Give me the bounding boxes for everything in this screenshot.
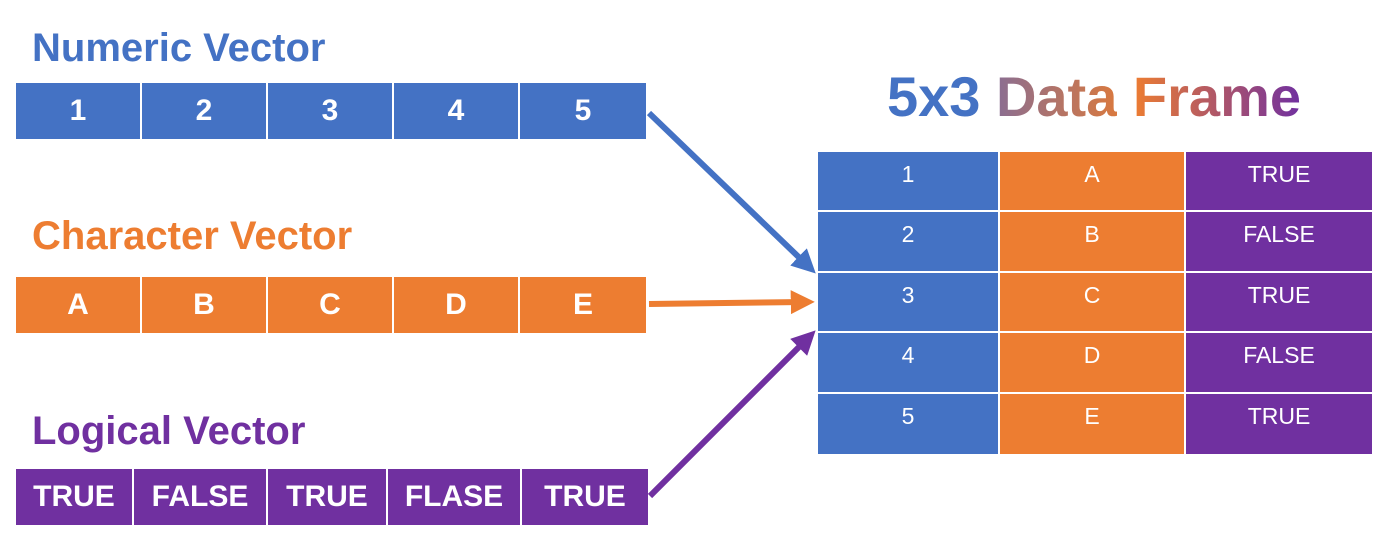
- character-vector-cell: B: [142, 277, 268, 333]
- data-frame-cell: 2: [818, 212, 1000, 273]
- data-frame-title: 5x3 Data Frame: [818, 64, 1370, 130]
- data-frame-cell: A: [1000, 152, 1186, 213]
- data-frame-cell: 3: [818, 272, 1000, 334]
- numeric-vector-cell: 1: [16, 83, 142, 139]
- data-frame-cell: TRUE: [1186, 152, 1372, 213]
- data-frame-cell: D: [1000, 333, 1186, 394]
- logical-vector-cell: TRUE: [268, 469, 388, 525]
- data-frame-cell: B: [1000, 212, 1186, 273]
- data-frame-cell: E: [1000, 393, 1186, 454]
- numeric-vector-cell: 4: [394, 83, 520, 139]
- numeric-vector-cell: 2: [142, 83, 268, 139]
- data-frame-cell: TRUE: [1186, 272, 1372, 334]
- data-frame-cell: FALSE: [1186, 212, 1372, 273]
- data-frame-title-data: Data: [995, 65, 1118, 128]
- character-vector-title: Character Vector: [32, 214, 353, 258]
- numeric-vector-title: Numeric Vector: [32, 26, 326, 70]
- logical-vector-cell: TRUE: [16, 469, 134, 525]
- logical-to-dataframe-arrow: [647, 330, 816, 499]
- data-frame-cell: 4: [818, 333, 1000, 394]
- data-frame-cell: C: [1000, 272, 1186, 334]
- data-frame-title-dims: 5x3: [886, 65, 981, 128]
- character-vector-cell: A: [16, 277, 142, 333]
- data-frame-cell: FALSE: [1186, 333, 1372, 394]
- logical-vector-title: Logical Vector: [32, 409, 306, 453]
- numeric-to-dataframe-arrow: [646, 110, 816, 274]
- logical-vector-cell: TRUE: [544, 480, 626, 513]
- data-frame-cell: 1: [818, 152, 1000, 213]
- logical-vector-cell: FALSE: [134, 469, 268, 525]
- character-vector-cell: D: [394, 277, 520, 333]
- logical-vector: TRUE FALSE TRUE FLASE TRUE: [16, 469, 648, 525]
- character-vector-cell: E: [572, 288, 593, 321]
- numeric-vector: 1 2 3 4 5: [16, 83, 646, 139]
- numeric-vector-cell: 5: [574, 94, 592, 127]
- data-frame-table: 1 A TRUE 2 B FALSE 3 C TRUE 4 D FALSE 5 …: [818, 152, 1372, 454]
- data-frame-cell: TRUE: [1186, 393, 1372, 454]
- character-to-dataframe-arrow: [648, 290, 815, 315]
- character-vector-cell: C: [268, 277, 394, 333]
- data-frame-title-frame: Frame: [1132, 65, 1302, 128]
- data-frame-cell: 5: [818, 393, 1000, 454]
- character-vector: A B C D E: [16, 277, 646, 333]
- numeric-vector-cell: 3: [268, 83, 394, 139]
- logical-vector-cell: FLASE: [388, 469, 522, 525]
